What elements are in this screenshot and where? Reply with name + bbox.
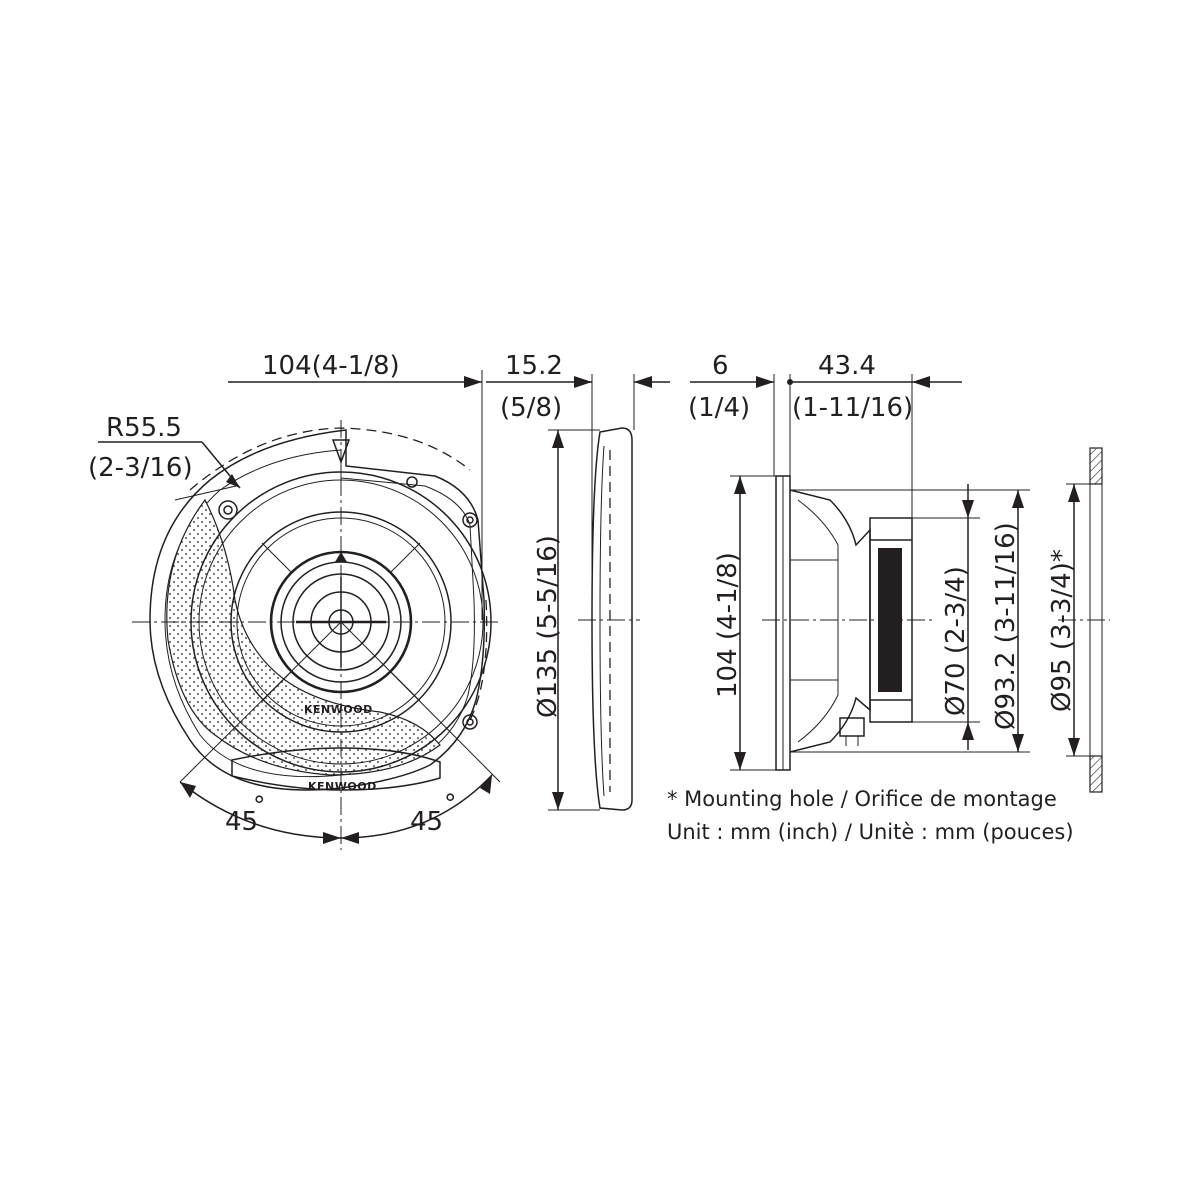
frame-dim-arrow [1012,734,1024,752]
cone-rib [390,542,421,573]
grille-profile-inner [599,445,605,797]
screw-hole-right-upper-inner [466,516,474,524]
height-dim-label: 104 (4-1/8) [713,552,743,698]
brand-label-top: KENWOOD [304,703,373,716]
width-dim-arrow [464,376,482,388]
mounting-hole-note: * Mounting hole / Orifice de montage [667,787,1057,811]
angle-arrow [341,832,359,844]
grille-side-view: 15.2 (5/8) Ø135 (5-5/16) [486,351,670,811]
radius-in-label: (2-3/16) [88,453,193,483]
screw-hole-top [406,476,418,488]
depth-in-label: (1-11/16) [792,393,913,423]
screw-hole-top-left [218,500,238,520]
depth-mm-label: 43.4 [818,351,876,381]
angle-ext-right [340,621,501,783]
angle-arrow [480,775,492,794]
flange-mm-label: 6 [712,351,729,381]
height-dim-arrow [734,476,746,494]
screw-hole-top-left-inner [223,505,233,515]
grille-mesh-left [166,498,441,776]
hole-dim-label: Ø95 (3-3/4)* [1047,549,1077,712]
grille-profile-outer [591,427,633,811]
grille-dia-arrow [552,430,564,448]
height-dim-arrow [734,752,746,770]
angle-right-label: 45 [410,807,443,837]
screw-hole-right-upper [462,512,478,528]
grille-band [231,747,441,791]
radius-arc-line [174,485,237,501]
angle-arc-left [179,781,342,839]
panel-upper [1089,447,1103,485]
hole-dim-arrow [1068,738,1080,756]
grille-depth-in-label: (5/8) [500,393,562,423]
angle-ext-left [179,621,342,783]
magnet-dim-arrow [962,722,974,740]
grille-depth-arrow [634,376,652,388]
front-view: KENWOOD KENWOOD 104(4-1/8) R55.5 (2-3/16… [88,351,501,850]
angle-right-degree: ° [444,789,457,818]
screw-hole-right-lower [462,714,478,730]
brand-label-bottom: KENWOOD [308,780,377,793]
terminal [839,717,865,737]
grille-dia-label: Ø135 (5-5/16) [533,535,563,718]
flange-in-label: (1/4) [688,393,750,423]
width-dim-label: 104(4-1/8) [262,351,400,381]
grille-depth-mm-label: 15.2 [505,351,563,381]
basket-profile [789,489,871,753]
radius-arrow [226,474,240,488]
cone-rib [261,542,292,573]
frame-outline [149,429,486,791]
mounting-circle-dashed-2 [469,599,488,721]
radius-mm-label: R55.5 [106,413,182,443]
grille-dia-arrow [552,792,564,810]
angle-left-label: 45 [225,807,258,837]
magnet-dim-arrow [962,500,974,518]
grille-depth-arrow [574,376,592,388]
basket-profile-inner [797,499,839,743]
top-marker [331,439,351,465]
magnet-dim-label: Ø70 (2-3/4) [941,566,971,716]
mid-marker [335,552,347,562]
unit-note: Unit : mm (inch) / Unitè : mm (pouces) [667,820,1074,844]
frame-dim-label: Ø93.2 (3-11/16) [991,522,1021,730]
angle-arrow [323,832,341,844]
flange-dim-arrow [756,376,774,388]
frame-dim-arrow [1012,490,1024,508]
angle-arc-right [340,774,493,839]
depth-dim-dot [787,379,793,385]
mounting-hole-view: Ø95 (3-3/4)* [1047,447,1110,793]
speaker-side-view: 6 (1/4) 43.4 (1-11/16) 104 (4-1/8) Ø70 (… [688,351,1030,771]
angle-left-degree: ° [253,791,266,820]
hole-dim-arrow [1068,484,1080,502]
angle-arrow [180,782,196,798]
panel-lower [1089,755,1103,793]
